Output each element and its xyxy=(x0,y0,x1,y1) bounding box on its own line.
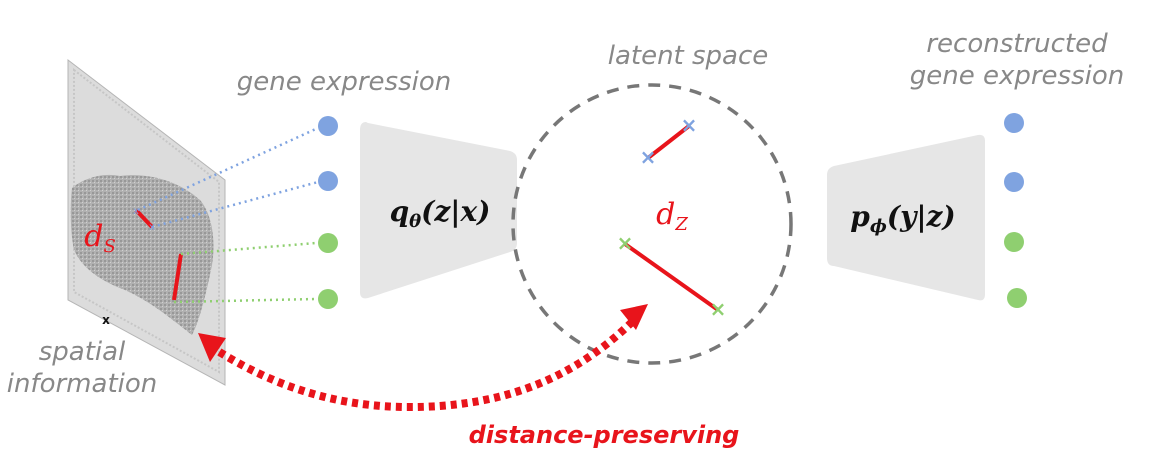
gene-dot-blue-1 xyxy=(318,116,338,136)
output-dot-green-2 xyxy=(1007,288,1027,308)
output-dot-blue-2 xyxy=(1004,172,1024,192)
encoder-shape xyxy=(360,122,517,299)
output-dot-green-1 xyxy=(1004,232,1024,252)
distance-preserving-label: distance-preserving xyxy=(469,421,740,449)
svg-text:×: × xyxy=(640,145,657,169)
latent-green-pair: × × xyxy=(617,231,727,321)
gene-dot-blue-2 xyxy=(318,171,338,191)
decoder-label: pϕ(y|z) xyxy=(850,200,955,237)
spatial-distance-label: dS xyxy=(84,219,116,257)
latent-space-label: latent space xyxy=(608,41,769,71)
reconstructed-label-line2: gene expression xyxy=(910,61,1125,91)
spatial-label-line2: information xyxy=(7,369,158,399)
gene-dot-green-1 xyxy=(318,233,338,253)
latent-space-circle xyxy=(511,83,793,365)
svg-text:×: × xyxy=(617,231,634,255)
gene-expression-label: gene expression xyxy=(237,67,452,97)
arrow-head-left xyxy=(198,333,226,362)
spatial-blue-pair: x x xyxy=(133,206,155,233)
output-dot-blue-1 xyxy=(1004,113,1024,133)
arrow-head-right xyxy=(620,304,648,330)
mapping-lines xyxy=(137,126,319,304)
latent-blue-pair: × × xyxy=(640,113,698,169)
svg-text:x: x xyxy=(133,206,139,217)
tissue-image xyxy=(70,174,214,335)
decoder-shape xyxy=(827,134,985,301)
svg-text:x: x xyxy=(149,222,155,233)
axis-mark: x xyxy=(102,313,110,327)
reconstructed-label-line1: reconstructed xyxy=(926,29,1108,59)
svg-text:×: × xyxy=(710,297,727,321)
latent-distance-label: dZ xyxy=(656,197,688,235)
gene-dot-green-2 xyxy=(318,289,338,309)
encoder-label: qθ(z|x) xyxy=(390,195,491,232)
svg-text:×: × xyxy=(681,113,698,137)
distance-preserving-arrow xyxy=(198,304,648,412)
spatial-label-line1: spatial xyxy=(39,337,126,367)
spatial-green-pair xyxy=(172,253,183,301)
